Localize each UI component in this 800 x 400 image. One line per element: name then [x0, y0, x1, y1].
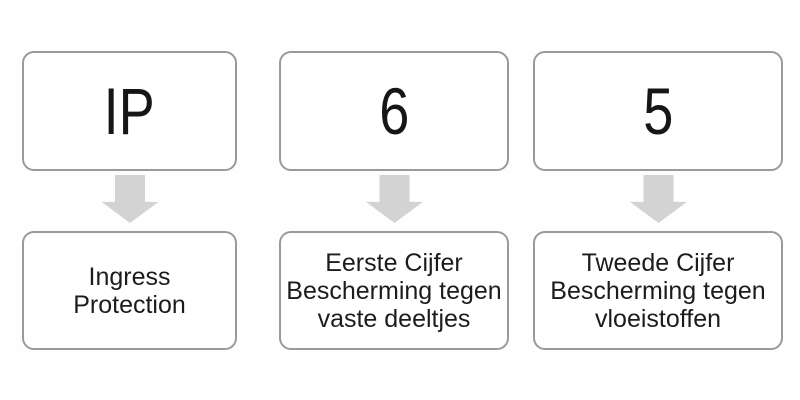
down-arrow-icon	[630, 175, 687, 223]
column-first-digit: 6 Eerste Cijfer Bescherming tegen vaste …	[279, 51, 509, 350]
description-box-second-digit: Tweede Cijfer Bescherming tegen vloeisto…	[533, 231, 783, 350]
code-box-first-digit: 6	[279, 51, 509, 171]
description-line: Ingress	[88, 262, 171, 291]
code-box-ip: IP	[22, 51, 237, 171]
description-line: vloeistoffen	[594, 304, 721, 333]
description-text-first-digit: Eerste Cijfer Bescherming tegen vaste de…	[282, 249, 505, 333]
description-line: Eerste Cijfer	[325, 248, 463, 277]
description-line: Bescherming tegen	[286, 276, 502, 305]
description-box-first-digit: Eerste Cijfer Bescherming tegen vaste de…	[279, 231, 509, 350]
code-label-second-digit: 5	[642, 74, 674, 148]
code-box-second-digit: 5	[533, 51, 783, 171]
description-line: vaste deeltjes	[317, 304, 471, 333]
description-line: Bescherming tegen	[550, 276, 766, 305]
code-label-first-digit: 6	[378, 74, 410, 148]
column-second-digit: 5 Tweede Cijfer Bescherming tegen vloeis…	[533, 51, 783, 350]
down-arrow-icon	[101, 175, 159, 223]
description-box-ip: Ingress Protection	[22, 231, 237, 350]
description-line: Tweede Cijfer	[581, 248, 735, 277]
down-arrow-icon	[366, 175, 423, 223]
description-line: Protection	[73, 290, 186, 319]
description-text-second-digit: Tweede Cijfer Bescherming tegen vloeisto…	[546, 249, 769, 333]
description-text-ip: Ingress Protection	[69, 263, 190, 319]
code-label-ip: IP	[103, 74, 156, 148]
column-ip: IP Ingress Protection	[22, 51, 237, 350]
